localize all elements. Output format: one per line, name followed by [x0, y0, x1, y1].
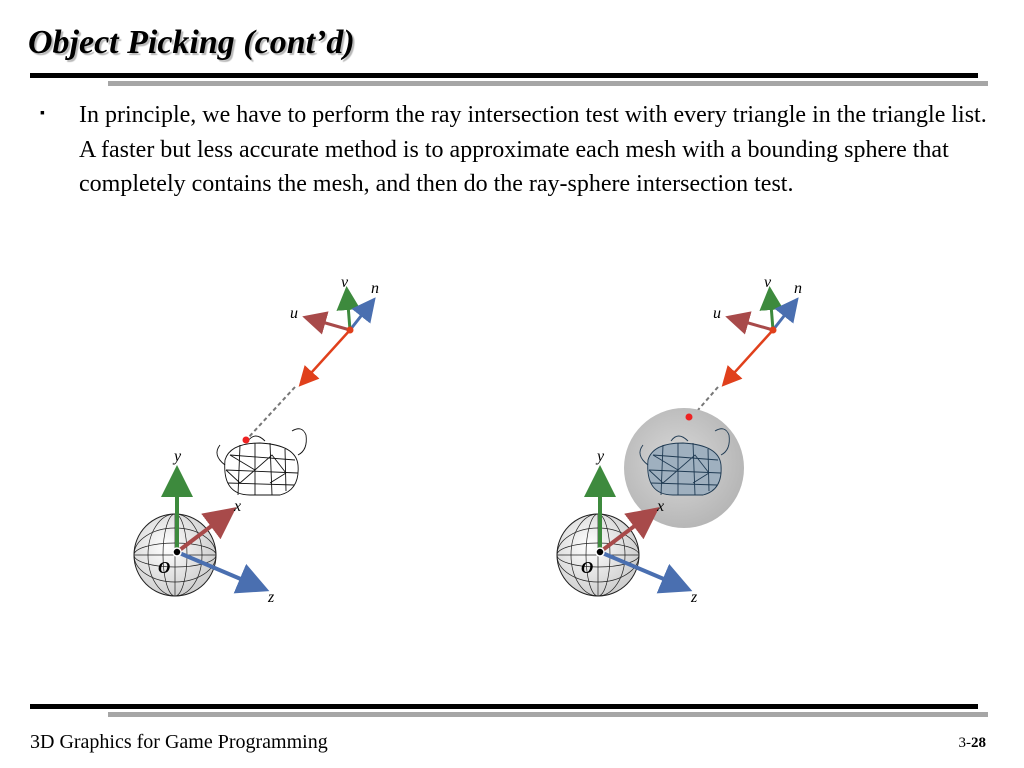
origin-label: O [158, 558, 170, 577]
bullet-text: In principle, we have to perform the ray… [79, 102, 987, 197]
axis-label-v: v [341, 274, 349, 291]
teapot-mesh [639, 428, 730, 496]
page-prefix: 3- [958, 735, 972, 751]
footer-rule [30, 704, 978, 709]
page-number: 3-28 [959, 735, 987, 752]
axis-x [598, 507, 660, 554]
figure-ray-sphere-test: u v n y x z O [556, 274, 802, 606]
axis-z [176, 550, 270, 594]
axis-label-n: n [794, 280, 802, 297]
axis-label-y: y [172, 448, 182, 465]
axis-label-x: x [656, 498, 664, 515]
ray-extension [697, 386, 719, 411]
title-rule-shadow [108, 81, 988, 86]
camera-origin-point [346, 326, 354, 334]
axis-label-u: u [290, 305, 298, 322]
footer-rule-shadow [108, 712, 988, 717]
bullet-marker: ▪ [40, 106, 45, 121]
axis-z [599, 550, 693, 594]
picking-ray [298, 329, 351, 387]
camera-origin-point [769, 326, 777, 334]
axis-label-n: n [371, 280, 379, 297]
footer-course-title: 3D Graphics for Game Programming [30, 731, 328, 753]
axis-label-v: v [764, 274, 772, 291]
teapot-mesh [216, 428, 307, 496]
ray-extension [247, 386, 296, 439]
figure-ray-triangle-test: u v n y x z O [133, 274, 379, 606]
intersection-point [242, 436, 250, 444]
axis-label-z: z [690, 589, 698, 606]
page-number-value: 28 [971, 735, 986, 751]
origin-label: O [581, 558, 593, 577]
camera-frame: u v n [713, 274, 802, 335]
world-origin-point [595, 547, 605, 557]
axis-label-x: x [233, 498, 241, 515]
slide-title: Object Picking (cont’d) [28, 24, 355, 61]
axis-label-y: y [595, 448, 605, 465]
title-rule [30, 73, 978, 78]
axis-label-u: u [713, 305, 721, 322]
intersection-point [685, 413, 693, 421]
camera-frame: u v n [290, 274, 379, 335]
picking-ray [721, 329, 774, 387]
axis-x [175, 507, 237, 554]
axis-label-z: z [267, 589, 275, 606]
world-origin-point [172, 547, 182, 557]
